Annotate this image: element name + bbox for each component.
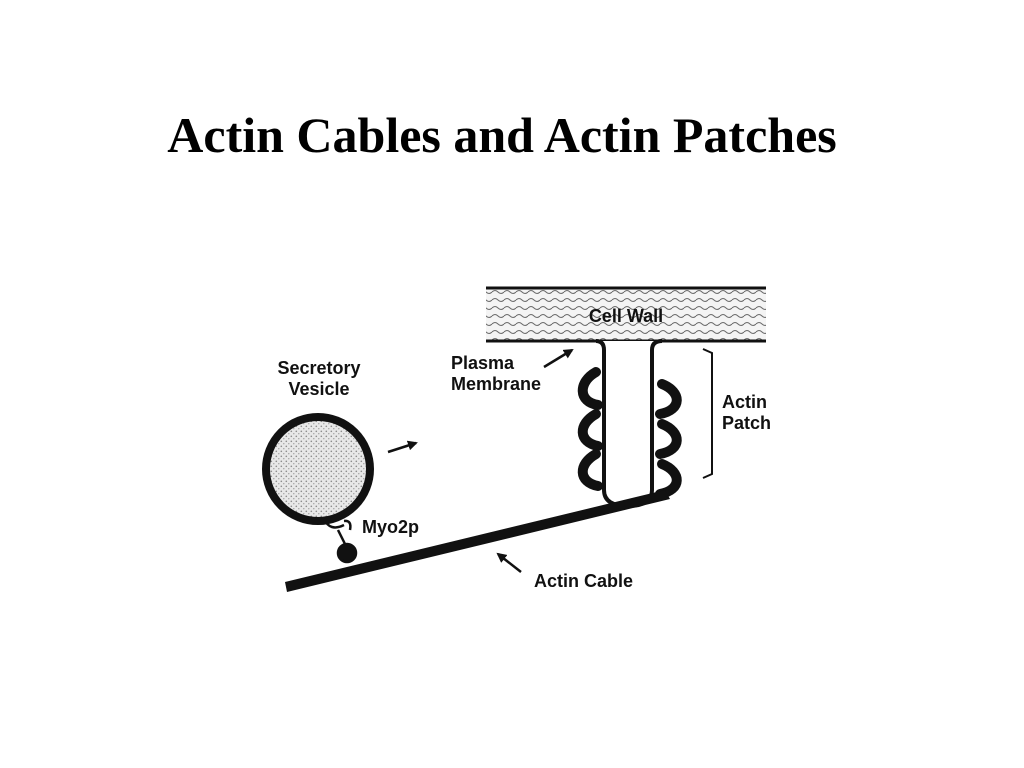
plasma-membrane-label-line2: Membrane <box>451 374 541 394</box>
actin-patch-label-line1: Actin <box>722 392 767 412</box>
myo2p-motor <box>322 518 358 564</box>
vesicle-direction-arrow <box>387 440 418 454</box>
cell-wall-label: Cell Wall <box>589 306 663 326</box>
plasma-membrane-label-line1: Plasma <box>451 353 515 373</box>
actin-patch-label-line2: Patch <box>722 413 771 433</box>
actin-patch-bracket <box>702 348 713 479</box>
plasma-membrane-arrow <box>543 348 574 369</box>
secretory-vesicle-label-line1: Secretory <box>277 358 360 378</box>
actin-cable-arrow <box>496 552 522 573</box>
secretory-vesicle <box>262 413 374 525</box>
plasma-membrane-invagination <box>595 339 663 509</box>
slide-title: Actin Cables and Actin Patches <box>167 107 837 163</box>
actin-cable-label: Actin Cable <box>534 571 633 591</box>
myo2p-label: Myo2p <box>362 517 419 537</box>
secretory-vesicle-label-line2: Vesicle <box>288 379 349 399</box>
cell-wall <box>486 286 766 343</box>
actin-cable <box>285 490 670 592</box>
